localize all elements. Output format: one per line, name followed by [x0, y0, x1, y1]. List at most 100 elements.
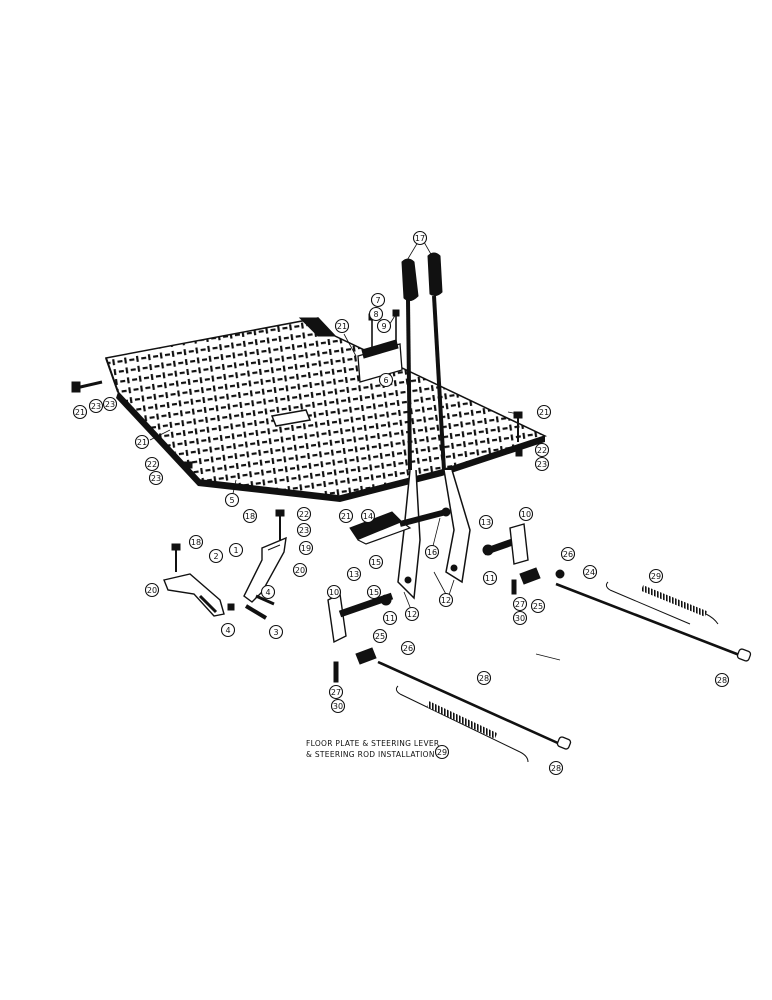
callout-27: 27 — [512, 596, 528, 612]
callout-23: 23 — [534, 456, 550, 472]
callout-circle — [370, 292, 386, 308]
callout-circle — [368, 306, 384, 322]
spring-right — [605, 581, 719, 625]
callout-circle — [208, 548, 224, 564]
callout-16: 16 — [424, 544, 440, 560]
callout-circle — [512, 610, 528, 626]
bolt-21-right — [513, 411, 523, 457]
callout-label: 20 — [295, 566, 305, 575]
callout-label: 16 — [427, 548, 437, 557]
callout-30: 30 — [512, 610, 528, 626]
caption-line-2: & STEERING ROD INSTALLATION — [306, 750, 435, 759]
spring-left — [395, 685, 529, 763]
callout-label: 18 — [191, 538, 201, 547]
callout-label: 22 — [299, 510, 309, 519]
steering-lever-right — [427, 252, 471, 584]
callout-circle — [560, 546, 576, 562]
callout-label: 5 — [229, 496, 234, 505]
callout-circle — [296, 522, 312, 538]
callout-label: 7 — [375, 296, 380, 305]
callout-circle — [378, 372, 394, 388]
callout-label: 23 — [91, 402, 101, 411]
callout-28: 28 — [476, 670, 492, 686]
callout-circle — [434, 744, 450, 760]
callout-circle — [334, 318, 350, 334]
callout-label: 29 — [651, 572, 661, 581]
callout-label: 23 — [105, 400, 115, 409]
support-bracket-2 — [163, 573, 225, 617]
callout-21: 21 — [338, 508, 354, 524]
callout-circle — [144, 582, 160, 598]
callout-10: 10 — [518, 506, 534, 522]
callout-circle — [534, 442, 550, 458]
callout-4: 4 — [260, 584, 276, 600]
callout-circle — [298, 540, 314, 556]
bolt-3 — [244, 604, 268, 620]
clevis-left — [333, 647, 377, 683]
callout-13: 13 — [346, 566, 362, 582]
callout-label: 12 — [407, 610, 417, 619]
callout-label: 15 — [369, 588, 379, 597]
callout-circle — [296, 506, 312, 522]
callout-label: 23 — [151, 474, 161, 483]
callout-circle — [88, 398, 104, 414]
callout-label: 21 — [539, 408, 549, 417]
callout-circle — [512, 596, 528, 612]
callout-circle — [242, 508, 258, 524]
callout-circle — [220, 622, 236, 638]
callout-7: 7 — [370, 292, 386, 308]
callout-circle — [714, 672, 730, 688]
callout-10: 10 — [326, 584, 342, 600]
callout-23: 23 — [296, 522, 312, 538]
callout-20: 20 — [144, 582, 160, 598]
callout-21: 21 — [536, 404, 552, 420]
callout-circle — [328, 684, 344, 700]
callout-label: 8 — [373, 310, 378, 319]
callout-circle — [536, 404, 552, 420]
callout-8: 8 — [368, 306, 384, 322]
pivot-shaft-left — [327, 592, 394, 644]
callout-circle — [438, 592, 454, 608]
callout-label: 30 — [515, 614, 525, 623]
callout-circle — [478, 514, 494, 530]
callout-circle — [326, 584, 342, 600]
callout-label: 12 — [441, 596, 451, 605]
callout-29: 29 — [648, 568, 664, 584]
bolt-4 — [227, 594, 275, 611]
floor-plate — [105, 317, 548, 502]
callout-19: 19 — [298, 540, 314, 556]
callout-6: 6 — [378, 372, 394, 388]
pedal — [349, 511, 412, 545]
callout-circle — [412, 230, 428, 246]
callout-circle — [224, 492, 240, 508]
callout-label: 23 — [537, 460, 547, 469]
callout-circle — [188, 534, 204, 550]
callout-circle — [476, 670, 492, 686]
callout-circle — [372, 628, 388, 644]
callout-label: 10 — [521, 510, 531, 519]
bolt-21-left — [71, 380, 103, 393]
callout-2: 2 — [208, 548, 224, 564]
callout-23: 23 — [148, 470, 164, 486]
callout-label: 13 — [481, 518, 491, 527]
pivot-shaft-right — [482, 523, 529, 565]
callout-label: 28 — [551, 764, 561, 773]
callout-circle — [424, 544, 440, 560]
callout-circle — [382, 610, 398, 626]
callout-circle — [228, 542, 244, 558]
callout-25: 25 — [372, 628, 388, 644]
callout-label: 11 — [385, 614, 395, 623]
callout-circle — [366, 584, 382, 600]
callout-label: 1 — [233, 546, 238, 555]
callout-label: 21 — [137, 438, 147, 447]
callout-circle — [144, 456, 160, 472]
callout-circle — [268, 624, 284, 640]
callout-30: 30 — [330, 698, 346, 714]
callout-3: 3 — [268, 624, 284, 640]
callout-21: 21 — [134, 434, 150, 450]
callout-11: 11 — [482, 570, 498, 586]
callout-label: 17 — [415, 234, 425, 243]
steering-rod-left — [377, 660, 572, 750]
